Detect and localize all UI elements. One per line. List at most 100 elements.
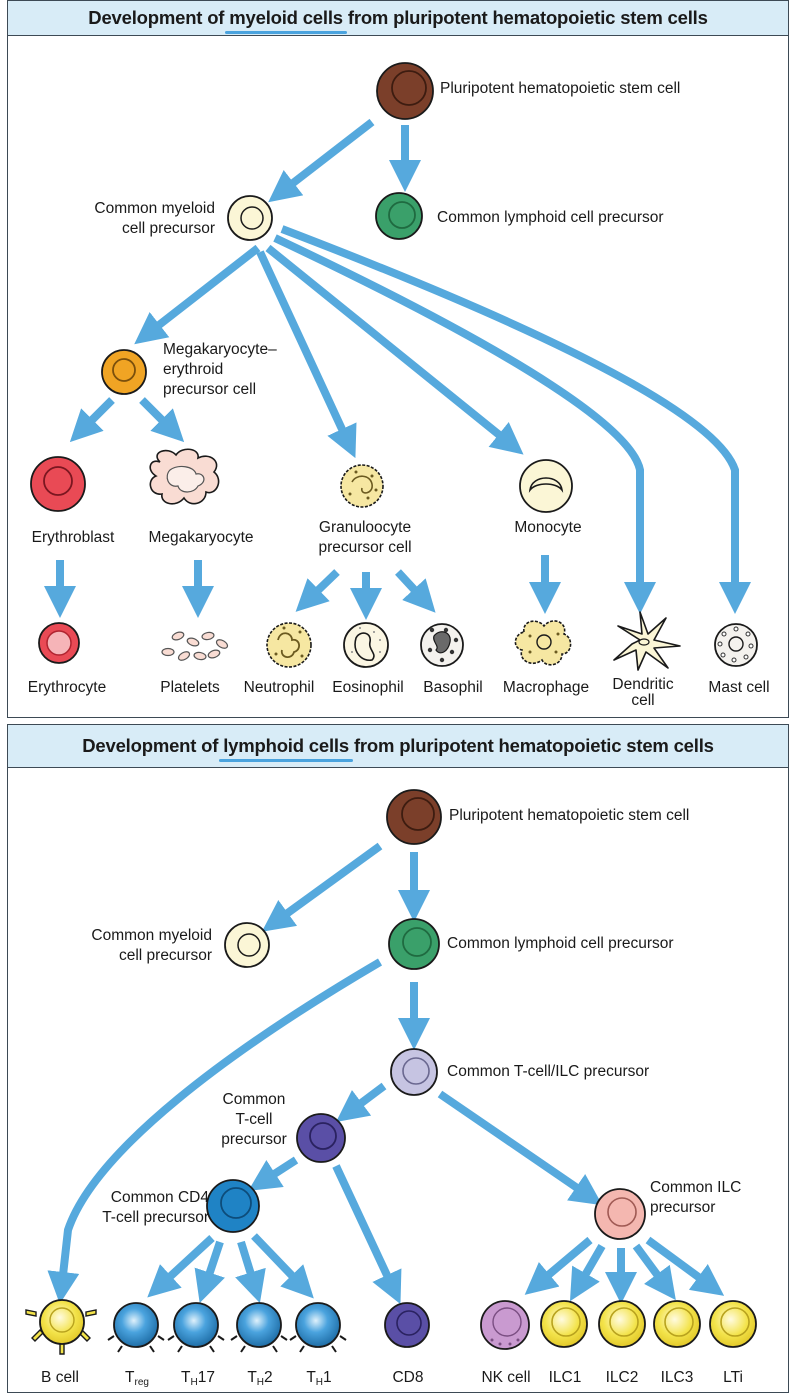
label-line: precursor cell [318, 539, 412, 556]
erythrocyte-cell [38, 622, 80, 664]
arrow-granulocyte-to-basophil [395, 569, 436, 613]
lymphoid-arrows [47, 842, 725, 1305]
arrow-mep-to-erythroblast [69, 397, 115, 443]
label-line: precursor [650, 1199, 716, 1216]
label-main: T [306, 1369, 316, 1386]
title-highlight: myeloid cells [225, 7, 347, 34]
label-line: T-cell [235, 1111, 273, 1128]
label-mep: Megakaryocyte– erythroid precursor cell [163, 340, 277, 400]
label-eosinophil: Eosinophil [332, 679, 404, 696]
label-th2: TH2 [247, 1368, 272, 1393]
label-monocyte: Monocyte [514, 519, 582, 536]
label-erythroblast: Erythroblast [31, 529, 115, 546]
label-common-lymphoid-2: Common lymphoid cell precursor [447, 935, 674, 952]
th17-cell [167, 1302, 225, 1353]
arrow-tprecursor-to-cd4 [248, 1156, 299, 1191]
label-line: precursor cell [163, 381, 257, 398]
myeloid-panel-title: Development of myeloid cells from plurip… [8, 1, 788, 36]
title-prefix: Development of [88, 7, 225, 28]
arrow-tilc-to-tprecursor [336, 1082, 387, 1122]
common-myeloid-cell-2 [224, 922, 270, 968]
label-line: cell [631, 692, 655, 709]
arrow-ilc-to-lti [645, 1236, 725, 1296]
label-line: erythroid [163, 361, 224, 378]
label-line: Granuloocyte [318, 519, 412, 536]
lti-cell [709, 1300, 757, 1348]
arrow-ilc-to-ilc1 [569, 1243, 606, 1302]
myeloid-arrows [44, 118, 751, 620]
label-ilc-precursor: Common ILC precursor [650, 1178, 741, 1218]
common-lymphoid-cell [375, 192, 423, 240]
label-line: Common ILC [650, 1179, 742, 1196]
label-line: Common myeloid [91, 927, 212, 944]
ilc-precursor-cell [594, 1188, 646, 1240]
label-neutrophil: Neutrophil [243, 679, 315, 696]
arrow-myeloid-to-mep [134, 244, 261, 345]
mast-cell [714, 623, 758, 667]
label-sub: H [315, 1377, 324, 1388]
label-line: T-cell precursor [102, 1209, 209, 1226]
b-cell [25, 1299, 97, 1355]
label-ilc2: ILC2 [605, 1369, 639, 1386]
label-ilc1: ILC1 [548, 1369, 582, 1386]
macrophage-cell [514, 620, 572, 666]
label-main: T [125, 1369, 135, 1386]
label-common-myeloid-2: Common myeloid cell precursor [91, 926, 212, 966]
label-ilc3: ILC3 [660, 1369, 694, 1386]
mep-cell [101, 349, 147, 395]
label-megakaryocyte: Megakaryocyte [148, 529, 254, 546]
label-mast-cell: Mast cell [708, 679, 770, 696]
arrow-stem-to-myeloid [268, 118, 375, 203]
arrow-myeloid-to-granulocyte [256, 250, 357, 459]
arrow-myeloid-to-dendritic [273, 234, 656, 614]
label-platelets: Platelets [160, 679, 220, 696]
label-cd4-precursor: Common CD4 T-cell precursor [102, 1188, 209, 1228]
neutrophil-cell [266, 622, 312, 668]
label-basophil: Basophil [423, 679, 483, 696]
platelets [161, 631, 229, 661]
lymphoid-panel-title: Development of lymphoid cells from pluri… [8, 725, 788, 768]
label-line: Dendritic [612, 676, 674, 693]
label-stem-cell-2: Pluripotent hematopoietic stem cell [449, 807, 690, 824]
label-line: precursor [221, 1131, 287, 1148]
label-line: Megakaryocyte– [163, 341, 277, 358]
arrow-stem-to-myeloid-2 [261, 842, 383, 932]
label-main: T [181, 1369, 191, 1386]
label-b-cell: B cell [41, 1369, 79, 1386]
ilc2-cell [598, 1300, 646, 1348]
label-macrophage: Macrophage [502, 679, 590, 696]
title-suffix: from pluripotent hematopoietic stem cell… [353, 735, 714, 756]
label-treg: Treg [125, 1368, 149, 1393]
arrow-ilc-to-nk [524, 1236, 593, 1295]
arrow-cd4-to-th2 [235, 1240, 266, 1304]
label-cd8: CD8 [392, 1369, 424, 1386]
basophil-cell [420, 623, 464, 667]
label-num: 2 [264, 1369, 273, 1386]
label-line: Common myeloid [94, 200, 215, 217]
label-line: Common [222, 1091, 286, 1108]
stem-cell [376, 62, 434, 120]
label-dendritic: Dendritic cell [612, 677, 673, 709]
label-granulocyte: Granuloocyte precursor cell [318, 518, 411, 558]
label-common-myeloid: Common myeloid cell precursor [94, 199, 215, 239]
t-ilc-precursor-cell [390, 1048, 438, 1096]
label-common-lymphoid: Common lymphoid cell precursor [437, 209, 664, 226]
common-myeloid-cell [227, 195, 273, 241]
label-sub: reg [134, 1377, 149, 1388]
label-th1: TH1 [306, 1368, 331, 1393]
cd8-cell [384, 1302, 430, 1348]
common-lymphoid-cell-2 [388, 918, 440, 970]
label-num: 17 [197, 1369, 215, 1386]
label-th17: TH17 [181, 1368, 215, 1393]
arrow-myeloid-to-monocyte [265, 244, 524, 455]
th2-cell [230, 1302, 288, 1353]
label-nk-cell: NK cell [481, 1369, 531, 1386]
label-t-cell-precursor: Common T-cell precursor [221, 1090, 286, 1150]
label-erythrocyte: Erythrocyte [27, 679, 107, 696]
monocyte-cell [519, 459, 573, 513]
th1-cell [289, 1302, 347, 1353]
erythroblast-cell [30, 456, 86, 512]
ilc1-cell [540, 1300, 588, 1348]
label-line: cell precursor [118, 947, 212, 964]
